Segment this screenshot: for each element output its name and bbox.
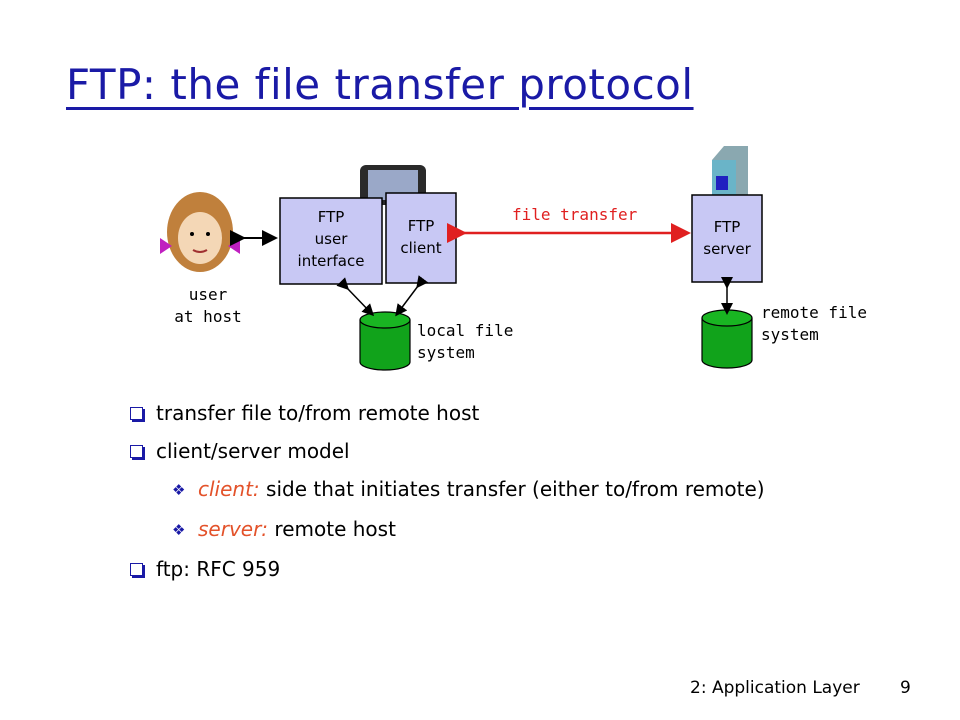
bullet-item: transfer file to/from remote host — [130, 398, 850, 428]
local-file-system-cylinder — [359, 311, 411, 371]
sub-bullet-item: ❖ server: remote host — [130, 514, 850, 544]
ftp-client-label: FTP client — [400, 217, 442, 257]
interface-local-arrow — [336, 277, 375, 317]
sub-bullet-item: ❖ client: side that initiates transfer (… — [130, 474, 850, 504]
footer-chapter-label: 2: Application Layer — [690, 678, 860, 698]
remote-file-system-label: remote file system — [761, 303, 867, 344]
client-local-arrow — [395, 275, 429, 317]
ftp-client-box — [385, 192, 457, 284]
diamond-bullet-icon: ❖ — [172, 521, 186, 539]
bullet-list: transfer file to/from remote host client… — [130, 398, 850, 592]
bullet-item: ftp: RFC 959 — [130, 554, 850, 584]
diamond-bullet-icon: ❖ — [172, 481, 186, 499]
user-figure-icon — [160, 192, 240, 272]
ftp-user-interface-label: FTP user interface — [297, 208, 365, 270]
bullet-item: client/server model — [130, 436, 850, 466]
remote-file-system-cylinder — [701, 309, 753, 369]
file-transfer-label: file transfer — [512, 205, 638, 224]
page-number: 9 — [900, 678, 911, 698]
ftp-server-label: FTP server — [703, 218, 751, 258]
slide-title: FTP: the file transfer protocol — [66, 60, 694, 109]
ftp-user-interface-box — [279, 197, 383, 285]
user-at-host-label: user at host — [174, 285, 242, 326]
local-file-system-label: local file system — [417, 321, 514, 362]
